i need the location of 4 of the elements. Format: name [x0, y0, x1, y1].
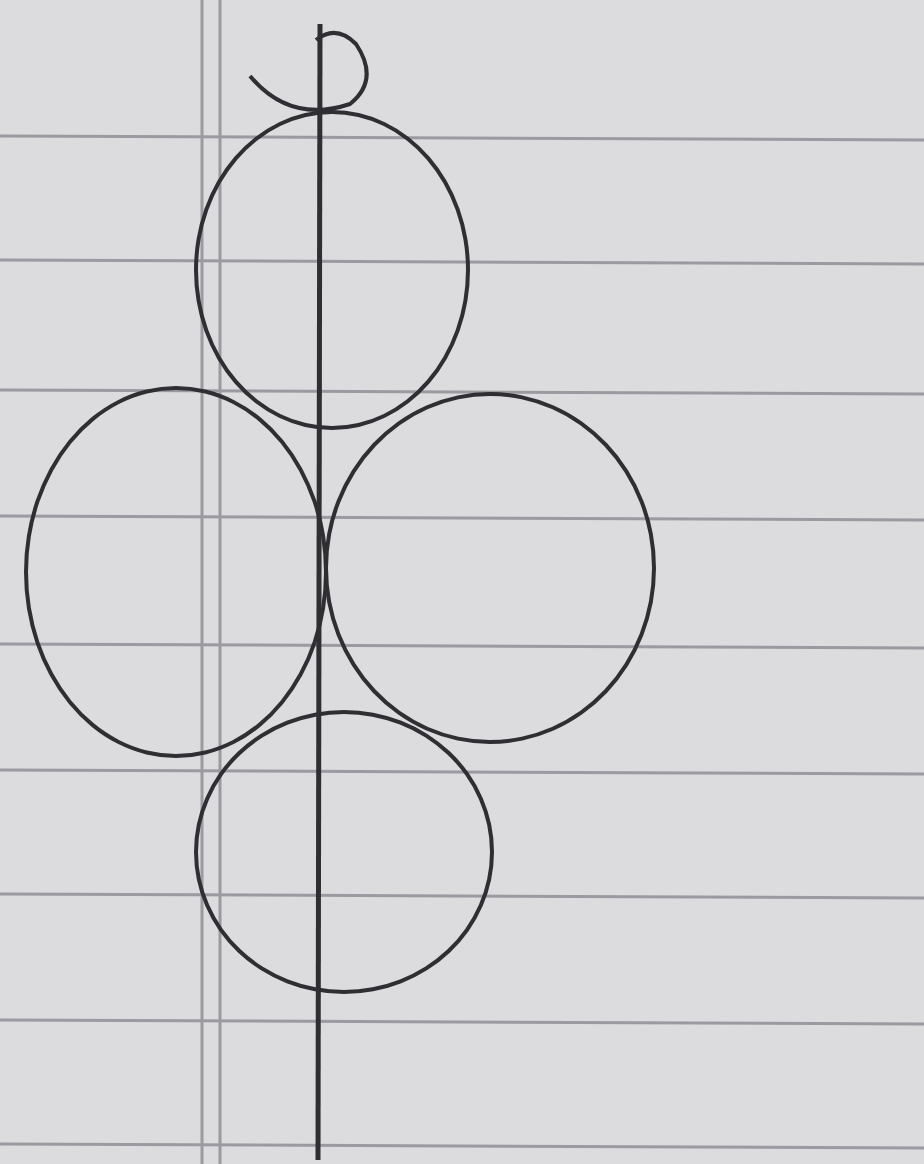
circle-outline — [194, 710, 494, 994]
circle-outline — [194, 110, 470, 430]
circle-outline — [24, 386, 328, 758]
circle-outline — [324, 392, 656, 744]
